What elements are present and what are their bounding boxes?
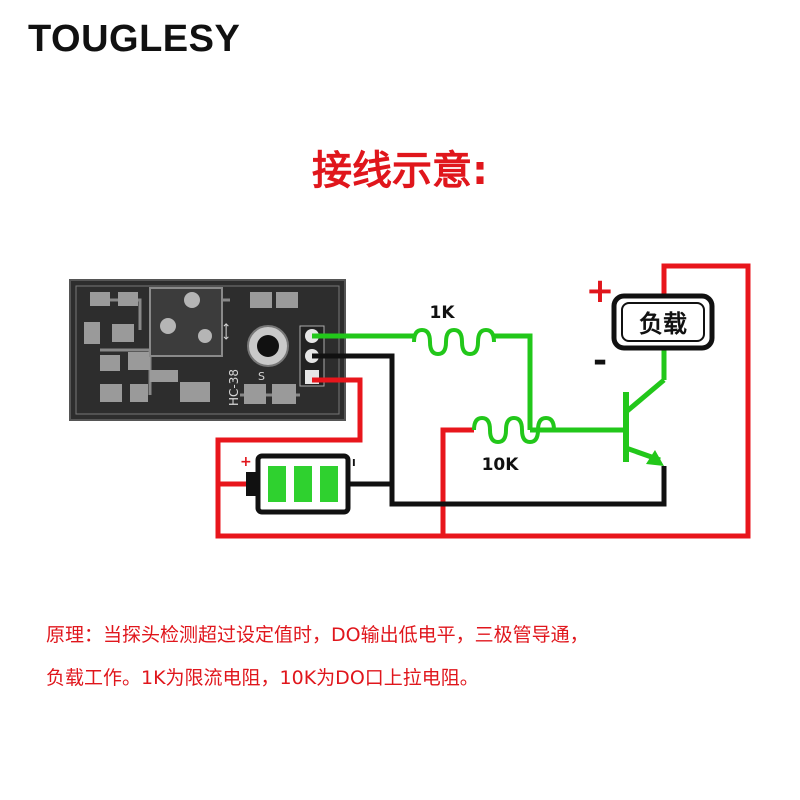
resistor-1k-label: 1K xyxy=(429,303,455,323)
smd-component xyxy=(90,292,110,306)
smd-component xyxy=(112,324,134,342)
board-model-label: HC-38 xyxy=(227,369,241,406)
battery-minus-label: I xyxy=(352,458,356,469)
load-minus-label: - xyxy=(593,341,607,381)
load-plus-label: + xyxy=(586,271,615,311)
black-wire-gnd xyxy=(312,353,667,507)
smd-component xyxy=(128,352,150,370)
principle-note-line-1: 原理：当探头检测超过设定值时，DO输出低电平，三极管导通， xyxy=(46,624,589,646)
battery xyxy=(246,453,351,515)
smd-component xyxy=(84,322,100,344)
battery-cell xyxy=(294,466,312,502)
resistor-1k xyxy=(412,327,496,357)
battery-cell xyxy=(320,466,338,502)
red-wire-load xyxy=(443,263,751,539)
smd-component xyxy=(130,384,148,402)
smd-component xyxy=(100,384,122,402)
red-wire-vcc xyxy=(215,377,443,539)
resistor-10k-label: 10K xyxy=(482,455,520,475)
svg-text:⟷: ⟷ xyxy=(219,323,233,340)
load-label: 负载 xyxy=(639,310,687,338)
principle-note-line-2: 负载工作。1K为限流电阻，10K为DO口上拉电阻。 xyxy=(46,667,479,689)
pin-s-label: S xyxy=(258,370,265,383)
brand-logo: TOUGLESY xyxy=(28,18,241,60)
green-wire-1k-out xyxy=(494,333,533,430)
battery-plus-label: + xyxy=(240,454,252,470)
diagram-title: 接线示意: xyxy=(312,148,488,194)
smd-component xyxy=(100,355,120,371)
load-box xyxy=(611,293,715,351)
red-wire-pullup xyxy=(440,427,474,536)
resistor-10k xyxy=(472,415,556,445)
smd-component xyxy=(118,292,138,306)
sensor-module-board: ⟷ HC-38 S xyxy=(69,279,346,421)
battery-cell xyxy=(268,466,286,502)
transistor-npn xyxy=(623,346,667,466)
principle-note: 原理：当探头检测超过设定值时，DO输出低电平，三极管导通， 负载工作。1K为限流… xyxy=(46,614,776,700)
